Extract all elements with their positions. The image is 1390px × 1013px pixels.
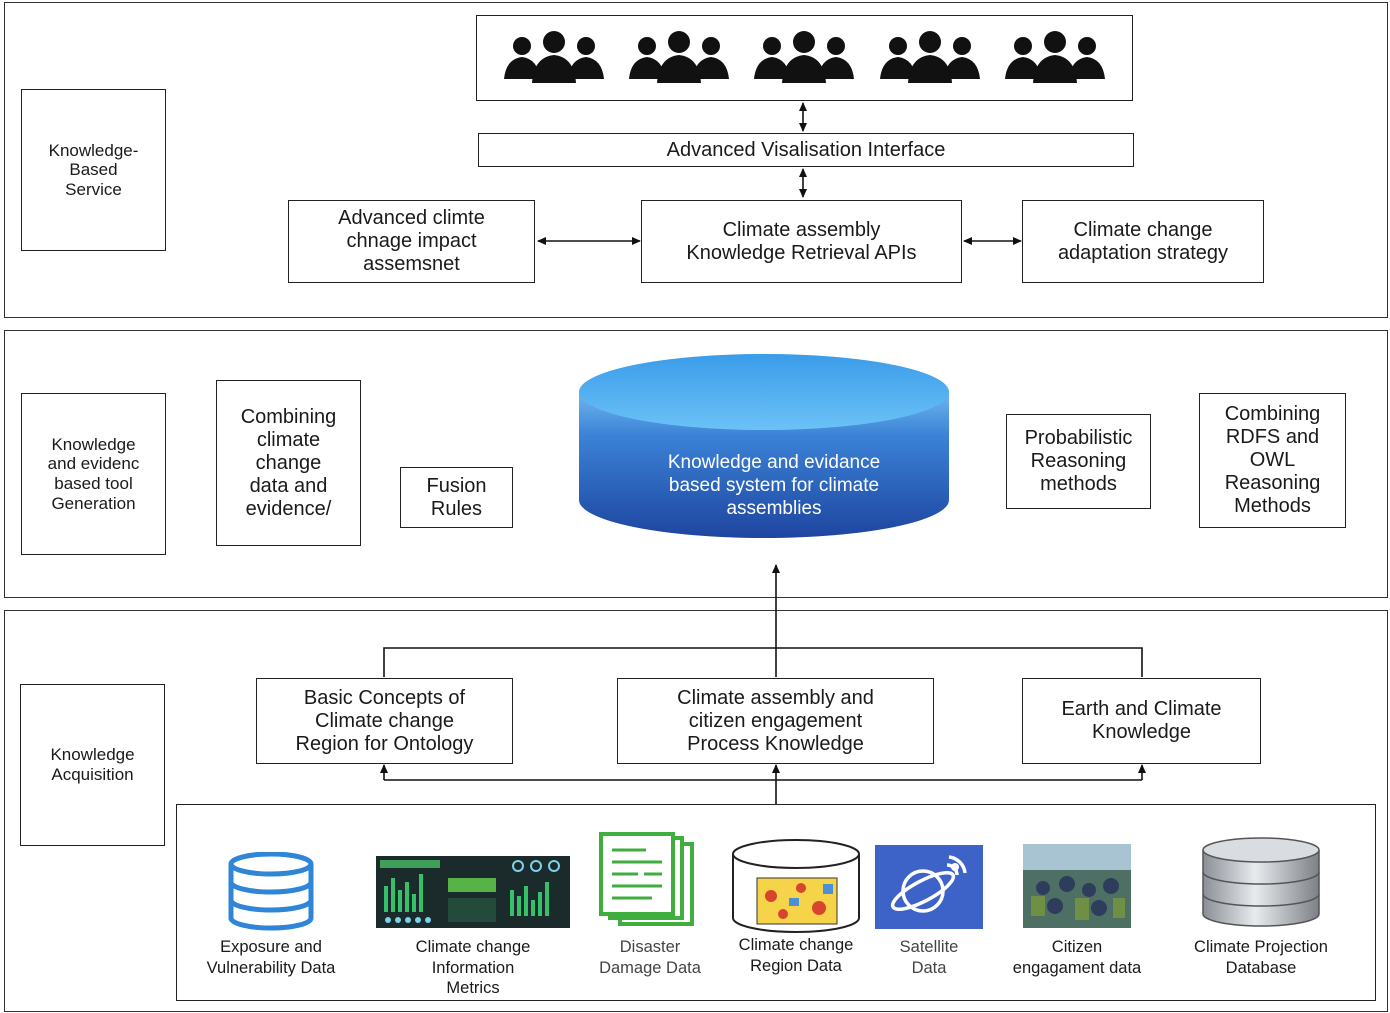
source-label-region: Climate change Region Data (738, 936, 854, 975)
database-icon (228, 852, 314, 931)
map-database-icon (732, 839, 860, 933)
source-label-projection: Climate Projection Database (1194, 938, 1328, 977)
knowledge-retrieval-apis-text: Climate assembly Knowledge Retrieval API… (686, 218, 917, 264)
source-label-satellite: Satellite Data (899, 938, 959, 977)
tool-generation-layer-panel (4, 330, 1388, 598)
earth-climate-knowledge-box: Earth and Climate Knowledge (1022, 678, 1261, 764)
acquisition-layer-panel (4, 610, 1388, 1012)
impact-assessment-box: Advanced climte chnage impact assemsnet (288, 200, 535, 283)
tool-generation-layer-label: Knowledge and evidenc based tool Generat… (21, 393, 166, 555)
citizens-photo-icon (1023, 844, 1131, 928)
source-label-metrics: Climate change Information Metrics (415, 938, 531, 998)
basic-concepts-text: Basic Concepts of Climate change Region … (295, 686, 474, 755)
probabilistic-reasoning-box: Probabilistic Reasoning methods (1006, 414, 1151, 509)
users-icon (503, 31, 604, 83)
combining-climate-data-box: Combining climate change data and eviden… (216, 380, 361, 546)
combining-climate-data-text: Combining climate change data and eviden… (240, 405, 337, 520)
adaptation-strategy-box: Climate change adaptation strategy (1022, 200, 1264, 283)
fusion-rules-box: Fusion Rules (400, 467, 513, 528)
service-layer-label: Knowledge- Based Service (21, 89, 166, 251)
acquisition-layer-label-text: Knowledge Acquisition (50, 745, 135, 784)
rdfs-owl-reasoning-text: Combining RDFS and OWL Reasoning Methods (1224, 403, 1321, 517)
users-icon (629, 31, 730, 83)
tool-generation-layer-label-text: Knowledge and evidenc based tool Generat… (47, 434, 140, 513)
fusion-rules-text: Fusion Rules (426, 474, 487, 520)
knowledge-retrieval-apis-box: Climate assembly Knowledge Retrieval API… (641, 200, 962, 283)
visualisation-interface-box: Advanced Visalisation Interface (478, 133, 1134, 167)
acquisition-layer-label: Knowledge Acquisition (20, 684, 165, 846)
source-label-exposure: Exposure and Vulnerability Data (206, 938, 336, 977)
dashboard-icon (376, 856, 570, 928)
users-box (476, 15, 1133, 101)
users-icon (1005, 31, 1106, 83)
server-database-icon (1202, 837, 1320, 927)
probabilistic-reasoning-text: Probabilistic Reasoning methods (1024, 427, 1133, 495)
data-sources-container (176, 804, 1376, 1001)
earth-climate-knowledge-text: Earth and Climate Knowledge (1061, 698, 1222, 743)
documents-icon (599, 832, 694, 926)
service-layer-label-text: Knowledge- Based Service (48, 140, 139, 199)
assembly-process-knowledge-text: Climate assembly and citizen engagement … (677, 686, 874, 755)
source-label-disaster: Disaster Damage Data (599, 938, 701, 977)
users-icon (879, 31, 980, 83)
knowledge-system-cylinder (579, 354, 949, 538)
knowledge-system-text: Knowledge and evidance based system for … (667, 452, 881, 520)
impact-assessment-text: Advanced climte chnage impact assemsnet (338, 207, 485, 275)
adaptation-strategy-text: Climate change adaptation strategy (1057, 218, 1229, 264)
rdfs-owl-reasoning-box: Combining RDFS and OWL Reasoning Methods (1199, 393, 1346, 528)
visualisation-interface-text: Advanced Visalisation Interface (666, 138, 946, 161)
users-icon (754, 31, 855, 83)
basic-concepts-box: Basic Concepts of Climate change Region … (256, 678, 513, 764)
assembly-process-knowledge-box: Climate assembly and citizen engagement … (617, 678, 934, 764)
service-layer-panel (4, 2, 1388, 318)
source-label-citizen: Citizen engagament data (1012, 938, 1142, 977)
satellite-icon (875, 845, 983, 929)
